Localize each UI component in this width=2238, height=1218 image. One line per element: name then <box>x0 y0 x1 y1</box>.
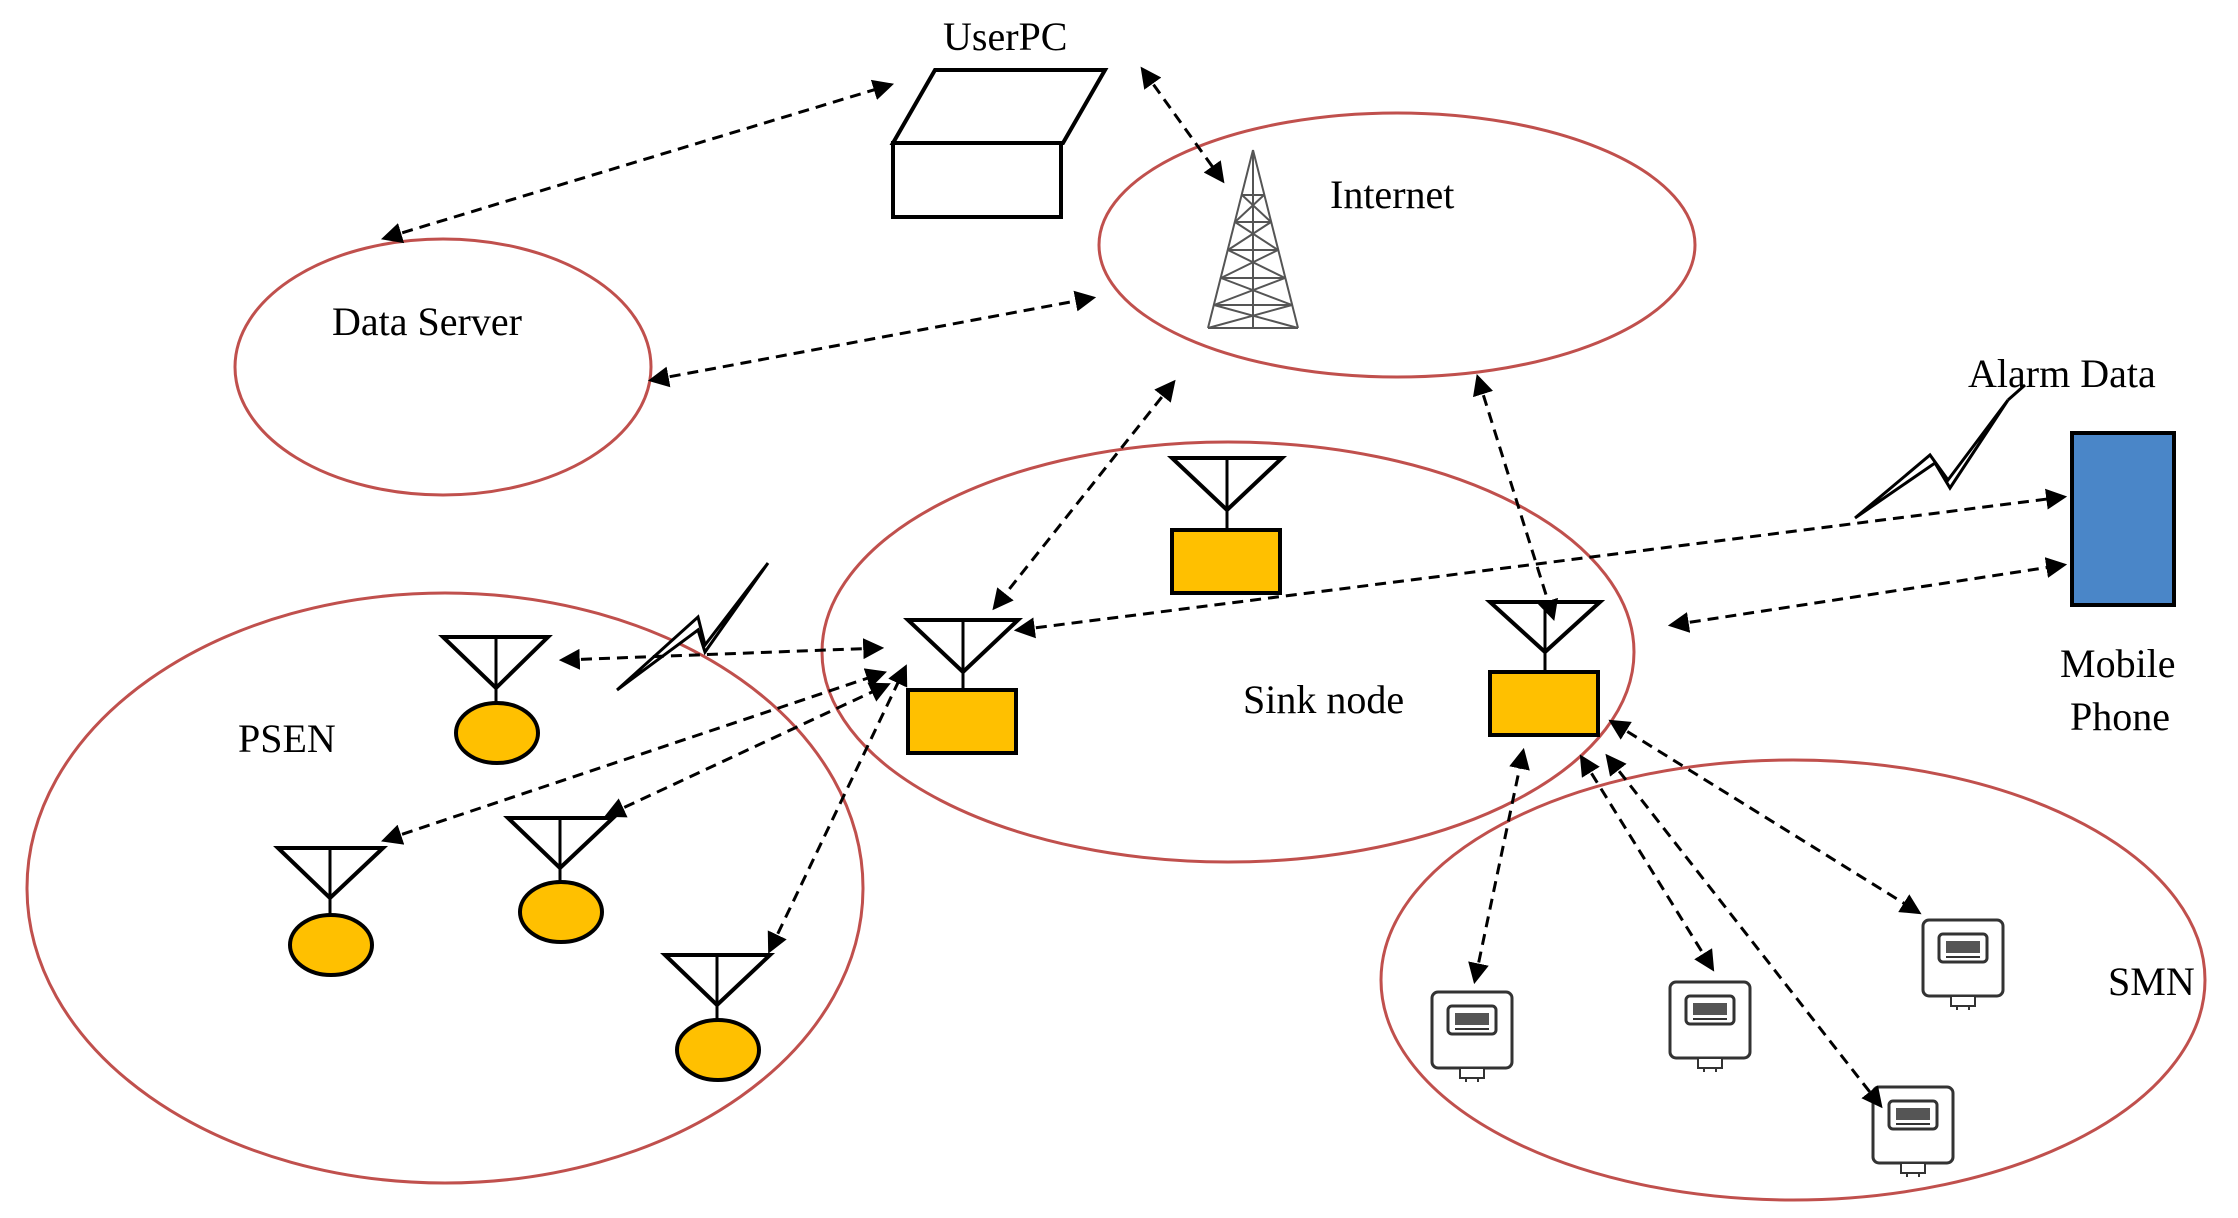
connection-arrows <box>380 66 2068 1109</box>
label-alarm-data: Alarm Data <box>1968 351 2156 396</box>
computer-icon <box>889 68 1109 219</box>
label-internet: Internet <box>1330 172 1454 217</box>
alarm-data-pointer <box>2007 383 2026 402</box>
cell-tower-icon <box>1207 149 1299 329</box>
electric-meter-icon <box>1871 1085 1955 1179</box>
label-psen: PSEN <box>238 716 336 761</box>
label-user-pc: UserPC <box>943 14 1067 59</box>
label-mobile-phone-line1: Mobile <box>2060 641 2176 686</box>
sensor-node <box>438 635 553 765</box>
mobile-phone-icon <box>2070 431 2176 607</box>
lightning-bolt-icon <box>1854 399 2010 520</box>
internet-zone <box>1097 111 1697 379</box>
sensor-node <box>503 816 619 944</box>
smn-zone <box>1379 758 2207 1202</box>
sink-node-left <box>902 618 1024 755</box>
electric-meter-icon <box>1668 980 1752 1074</box>
label-mobile-phone-line2: Phone <box>2070 694 2170 739</box>
sink-node-right <box>1484 600 1606 737</box>
electric-meter-icon <box>1430 990 1514 1084</box>
psen-zone <box>25 591 865 1185</box>
data-server-zone <box>233 237 653 497</box>
sensor-node <box>660 953 776 1082</box>
sink-node-top <box>1166 456 1288 595</box>
label-smn: SMN <box>2108 959 2195 1004</box>
sensor-node <box>273 846 389 977</box>
label-data-server: Data Server <box>332 299 522 344</box>
label-sink-node: Sink node <box>1243 677 1404 722</box>
electric-meter-icon <box>1921 918 2005 1012</box>
